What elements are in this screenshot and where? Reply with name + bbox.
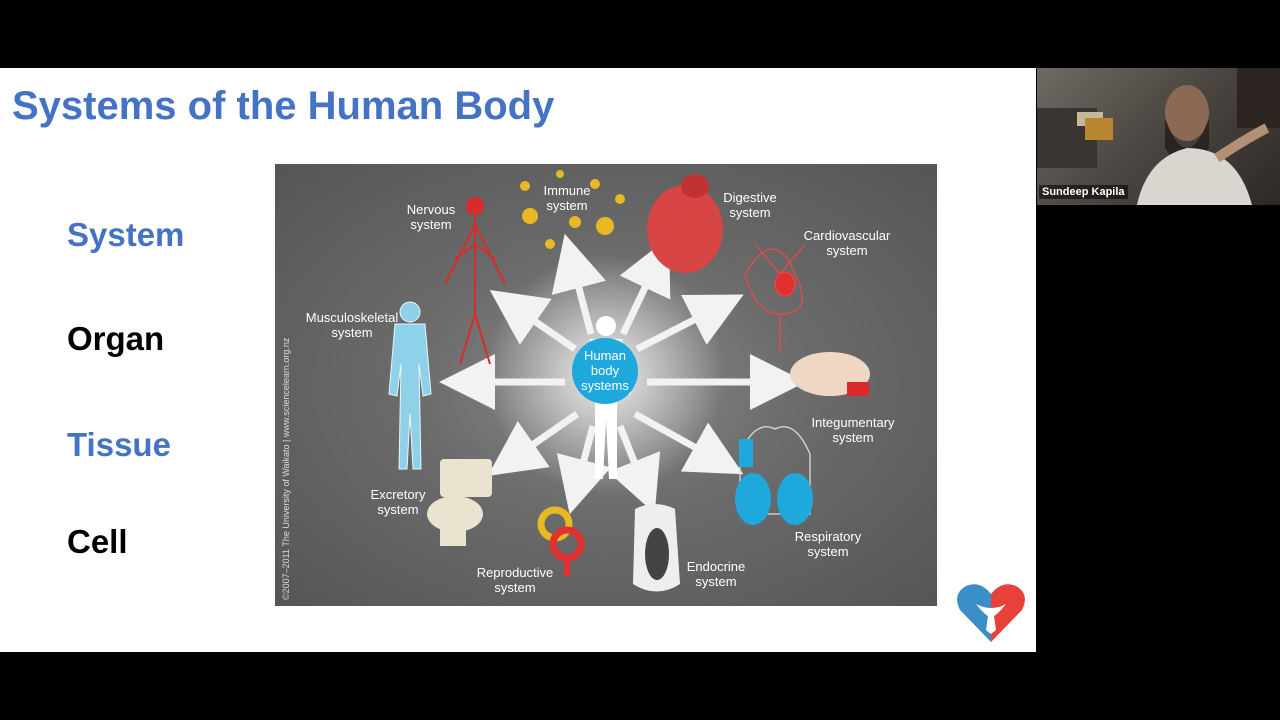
digestive-system-art [647,174,723,273]
immune-system-art [520,170,625,249]
label-reproductive: Reproductive system [476,565,554,595]
slide-title: Systems of the Human Body [12,84,555,128]
arrow-endocrine [608,424,661,514]
arrow-immune [551,233,606,335]
arrow-nervous [489,290,577,352]
label-nervous: Nervous system [406,202,456,232]
body-silhouette [581,316,631,479]
label-integumentary: Integumentary system [811,415,895,445]
label-cardiovascular: Cardiovascular system [803,228,891,258]
arrow-reproductive [556,425,612,515]
cardiovascular-system-art [744,243,806,354]
level-cell: Cell [67,523,128,560]
participant-video-tile[interactable]: Sundeep Kapila [1037,68,1280,205]
label-respiratory: Respiratory system [794,529,862,559]
level-tissue: Tissue [67,426,171,463]
participant-name: Sundeep Kapila [1039,185,1128,199]
participant-video [1037,68,1280,205]
excretory-system-art [427,459,492,546]
center-circle [572,338,638,404]
label-immune: Immune system [543,183,591,213]
heart-dove-logo-icon [957,584,1025,642]
endocrine-system-art [633,504,680,592]
arrow-digestive [619,237,671,336]
center-label: Human body systems [581,348,629,393]
label-digestive: Digestive system [723,190,777,220]
label-excretory: Excretory system [370,487,426,517]
level-organ: Organ [67,320,165,357]
arrow-respiratory [633,410,744,475]
label-endocrine: Endocrine system [686,559,746,589]
diagram-graphics [388,170,870,592]
label-musculoskeletal: Musculoskeletal system [305,310,399,340]
nervous-system-art [444,197,506,365]
arrow-excretory [487,411,579,476]
arrow-cardiovascular [635,294,744,353]
body-systems-diagram: Nervous system Immune system Digestive s… [275,164,937,606]
slide: Systems of the Human Body System Organ T… [0,68,1036,652]
reproductive-system-art [537,506,585,576]
musculoskeletal-system-art [388,301,432,470]
respiratory-system-art [735,426,813,525]
integumentary-system-art [790,352,870,396]
level-system: System [67,216,185,253]
image-credit: ©2007–2011 The University of Waikato | w… [281,337,291,600]
arrows [439,233,806,515]
